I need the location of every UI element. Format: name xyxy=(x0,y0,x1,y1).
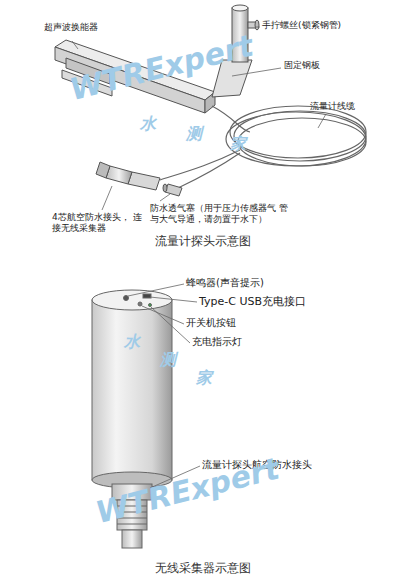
cable-coil xyxy=(160,106,366,188)
part-label: 4芯航空防水接头， 连接无线采集器 xyxy=(52,212,148,235)
part-label: 固定钢板 xyxy=(284,60,320,71)
part-label: 超声波换能器 xyxy=(44,22,98,33)
figure-caption: 流量计探头示意图 xyxy=(155,234,251,249)
aviation-connector xyxy=(96,162,182,196)
part-label: 流量计线缆 xyxy=(310,101,355,112)
leader-lines xyxy=(128,284,200,488)
watermark: 家 xyxy=(196,368,212,388)
part-label: 充电指示灯 xyxy=(192,336,242,349)
watermark: 测 xyxy=(160,350,176,370)
watermark: 水 xyxy=(140,114,156,134)
part-label: 开关机按钮 xyxy=(186,317,236,330)
watermark: 家 xyxy=(230,134,246,154)
part-label: 蜂鸣器(声音提示) xyxy=(186,277,264,290)
figure-caption: 无线采集器示意图 xyxy=(155,561,251,576)
part-label: Type-C USB充电接口 xyxy=(199,295,306,309)
part-label: 防水透气塞（用于压力传感器气 管与大气导通，请勿置于水下） xyxy=(150,203,290,226)
watermark: 水 xyxy=(124,332,140,352)
watermark: 测 xyxy=(186,124,202,144)
part-label: 手拧螺丝(锁紧钢管) xyxy=(262,20,341,31)
